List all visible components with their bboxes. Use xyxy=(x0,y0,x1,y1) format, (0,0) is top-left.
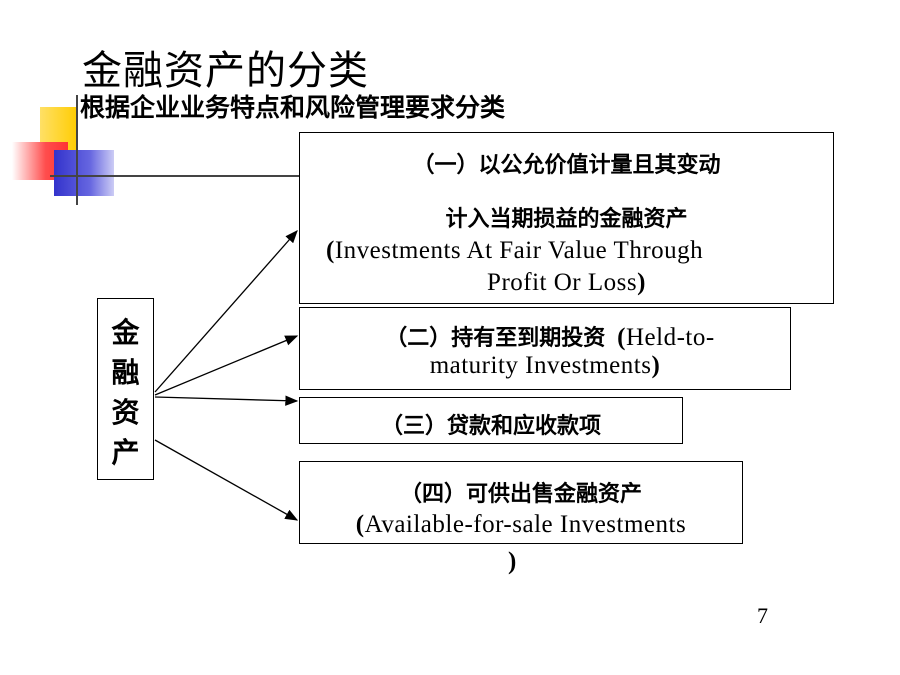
root-char-2: 融 xyxy=(111,356,140,389)
root-char-4: 产 xyxy=(111,436,140,469)
deco-vertical-line xyxy=(76,95,78,205)
page-number: 7 xyxy=(757,603,768,628)
root-char-3: 资 xyxy=(111,396,140,429)
category-3-box: （三）贷款和应收款项 xyxy=(299,397,683,444)
page-subtitle: 根据企业业务特点和风险管理要求分类 xyxy=(80,93,506,122)
root-financial-assets-box: 金 融 资 产 xyxy=(97,298,154,480)
arrow-to-category-1 xyxy=(154,230,298,393)
category-2-label-en2: maturity Investments xyxy=(429,352,652,379)
category-1-label-en: Investments At Fair Value Through xyxy=(334,237,704,264)
category-1-label-en2: Profit Or Loss xyxy=(487,269,638,296)
page-title: 金融资产的分类 xyxy=(82,48,369,94)
category-4-label-cn: （四）可供出售金融资产 xyxy=(399,482,642,507)
category-2-label-cn: （二）持有至到期投资 xyxy=(385,326,606,351)
arrow-to-category-2 xyxy=(154,335,299,396)
category-3-label-cn: （三）贷款和应收款项 xyxy=(380,414,601,439)
category-2-box: （二）持有至到期投资 (Held-to- maturity Investment… xyxy=(299,307,791,390)
category-4-box: （四）可供出售金融资产 (Available-for-sale Investme… xyxy=(299,461,743,544)
category-4-closing-paren: ) xyxy=(508,548,517,575)
deco-blue-square xyxy=(54,150,114,196)
category-4-label-en: Available-for-sale Investments xyxy=(364,511,687,538)
category-1-label-cn: （一）以公允价值计量且其变动 xyxy=(412,153,721,178)
category-2-label-en: Held-to- xyxy=(625,324,715,351)
category-1-label-cn2: 计入当期损益的金融资产 xyxy=(445,207,688,232)
category-1-box: （一）以公允价值计量且其变动 计入当期损益的金融资产 (Investments … xyxy=(299,132,834,304)
root-char-1: 金 xyxy=(111,316,140,349)
arrow-to-category-3 xyxy=(154,395,299,406)
arrow-to-category-4 xyxy=(154,439,299,521)
